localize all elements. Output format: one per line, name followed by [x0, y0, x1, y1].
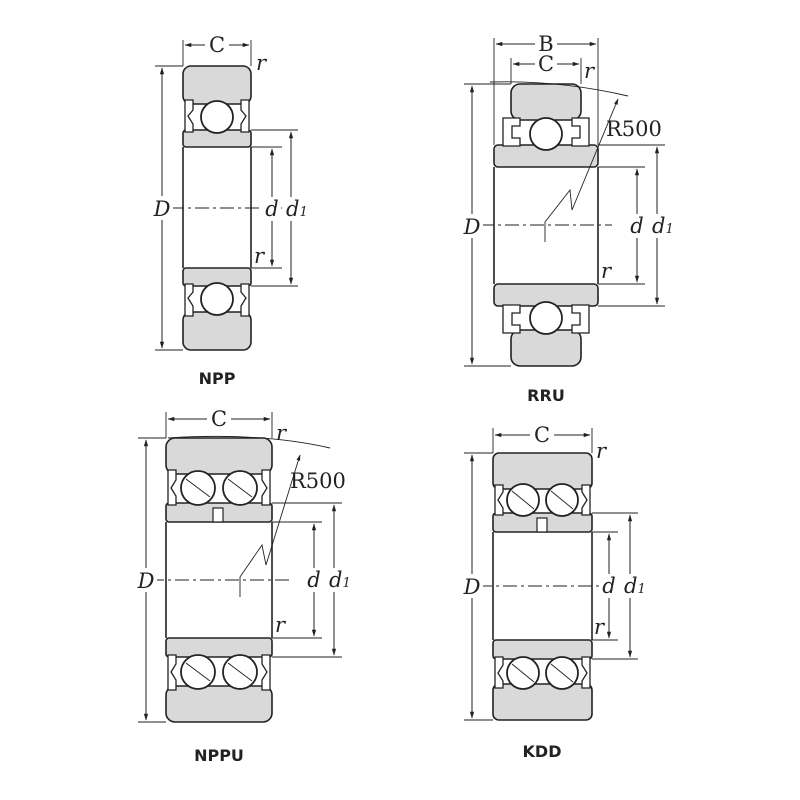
seal — [167, 654, 177, 691]
inner-ring — [165, 637, 273, 658]
dim-label-r: r — [596, 439, 608, 463]
seal — [581, 656, 591, 689]
bearing-nppu: R500 C r r D d d1 NPPU — [135, 407, 351, 765]
ball — [529, 117, 563, 151]
outer-ring — [165, 685, 273, 723]
bearing-title-rru: RRU — [527, 386, 565, 405]
dim-label-r500: R500 — [290, 469, 346, 493]
inner-ring — [492, 639, 593, 660]
seal — [261, 469, 271, 506]
bearing-kdd: C r r D d d1 KDD — [461, 423, 647, 761]
seal — [571, 304, 590, 334]
dim-label-r: r — [601, 259, 613, 283]
seal — [261, 654, 271, 691]
bearing-title-kdd: KDD — [523, 742, 562, 761]
dim-label-r: r — [256, 51, 268, 75]
dim-label-r: r — [254, 244, 266, 268]
dim-label-r: r — [584, 59, 596, 83]
seal — [494, 656, 504, 689]
outer-ring — [492, 683, 593, 721]
dim-label-c: C — [534, 423, 550, 447]
seal — [167, 469, 177, 506]
seal — [581, 484, 591, 516]
bearing-rru: R500 B C r r D d d1 RRU — [461, 32, 674, 405]
dim-label-d1: d1 — [652, 214, 674, 238]
dim-label-r500: R500 — [606, 117, 662, 141]
dim-label-d: d — [630, 214, 643, 238]
dim-label-r: r — [275, 613, 287, 637]
outer-ring — [165, 437, 273, 475]
bearing-npp: C r r D d d1 NPP — [151, 33, 308, 388]
dim-label-c: C — [211, 407, 227, 431]
outer-ring — [510, 329, 582, 367]
dim-label-b: B — [538, 32, 553, 56]
outer-ring — [182, 65, 252, 105]
outer-ring — [492, 452, 593, 490]
dim-label-D: D — [463, 575, 481, 599]
ball — [200, 282, 234, 316]
ball — [200, 100, 234, 134]
seal — [502, 304, 521, 334]
dim-label-D: D — [137, 569, 155, 593]
dim-label-d1: d1 — [624, 574, 646, 598]
seal — [502, 117, 521, 147]
dim-label-d: d — [307, 568, 320, 592]
dim-label-r: r — [276, 421, 288, 445]
dim-label-c: C — [209, 33, 225, 57]
dim-label-d: d — [602, 574, 615, 598]
bearing-title-nppu: NPPU — [194, 746, 244, 765]
dim-label-r: r — [594, 615, 606, 639]
dim-label-d1: d1 — [329, 568, 351, 592]
bearing-title-npp: NPP — [199, 369, 236, 388]
seal — [571, 117, 590, 147]
seal — [240, 283, 250, 317]
seal — [494, 484, 504, 516]
outer-ring — [182, 311, 252, 351]
ball — [529, 301, 563, 335]
seal — [184, 99, 194, 133]
dim-label-D: D — [153, 197, 171, 221]
dim-label-d1: d1 — [286, 197, 308, 221]
dim-label-c: C — [538, 52, 554, 76]
outer-ring — [510, 83, 582, 121]
seal — [184, 283, 194, 317]
seal — [240, 99, 250, 133]
dim-label-D: D — [463, 215, 481, 239]
dim-label-d: d — [265, 197, 278, 221]
